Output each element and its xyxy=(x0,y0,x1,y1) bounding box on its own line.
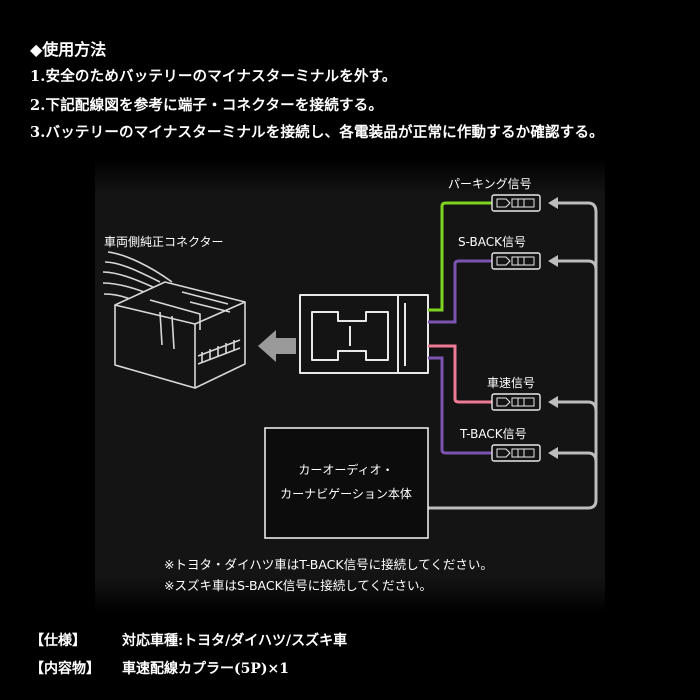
feed-arrowheads xyxy=(548,197,558,459)
feed-wire xyxy=(428,201,598,510)
wire-parking xyxy=(428,201,492,312)
wire-speed xyxy=(428,344,492,404)
signal-label-s-back: S-BACK信号 xyxy=(458,235,526,249)
signal-label-t-back: T-BACK信号 xyxy=(459,427,527,441)
instruction-step-2: 2.下記配線図を参考に端子・コネクターを接続する。 xyxy=(30,97,384,114)
spec-label-contents: 【内容物】 xyxy=(30,661,100,677)
instructions-heading: ◆使用方法 xyxy=(30,40,107,59)
note-toyota-daihatsu: ※トヨタ・ダイハツ車はT-BACK信号に接続してください。 xyxy=(164,557,493,572)
signal-label-parking: パーキング信号 xyxy=(448,177,532,191)
spec-label-compatibility: 【仕様】 xyxy=(30,633,86,649)
vehicle-connector-label: 車両側純正コネクター xyxy=(104,235,224,249)
instruction-step-1: 1.安全のためバッテリーのマイナスターミナルを外す。 xyxy=(30,68,397,85)
terminal-t-back xyxy=(491,444,541,462)
wire-s-back xyxy=(428,259,492,324)
terminal-speed xyxy=(491,393,541,411)
vehicle-connector xyxy=(102,251,246,389)
terminal-group xyxy=(491,194,541,462)
wire-t-back xyxy=(428,356,492,455)
note-suzuki: ※スズキ車はS-BACK信号に接続してください。 xyxy=(164,578,432,593)
wiring-diagram: 車両側純正コネクター パーキング信号 S-BACK信号 車速信号 T-BACK信… xyxy=(95,158,605,613)
spec-row-contents: 【内容物】 車速配線カプラー(5P)×1 xyxy=(30,658,289,678)
head-unit-line-2: カーナビゲーション本体 xyxy=(280,487,412,501)
head-unit-box xyxy=(264,427,429,539)
signal-label-speed: 車速信号 xyxy=(487,376,535,390)
instruction-step-3: 3.バッテリーのマイナスターミナルを接続し、各電装品が正常に作動するか確認する。 xyxy=(30,124,604,141)
spec-row-compatibility: 【仕様】 対応車種:トヨタ/ダイハツ/スズキ車 xyxy=(30,630,347,650)
spec-value-compatibility: 対応車種:トヨタ/ダイハツ/スズキ車 xyxy=(122,633,348,649)
spec-value-contents: 車速配線カプラー(5P)×1 xyxy=(122,661,289,677)
connect-arrow xyxy=(258,330,296,362)
harness-connector xyxy=(299,294,429,374)
terminal-s-back xyxy=(491,252,541,270)
head-unit-line-1: カーオーディオ・ xyxy=(298,462,393,477)
terminal-parking xyxy=(491,194,541,212)
